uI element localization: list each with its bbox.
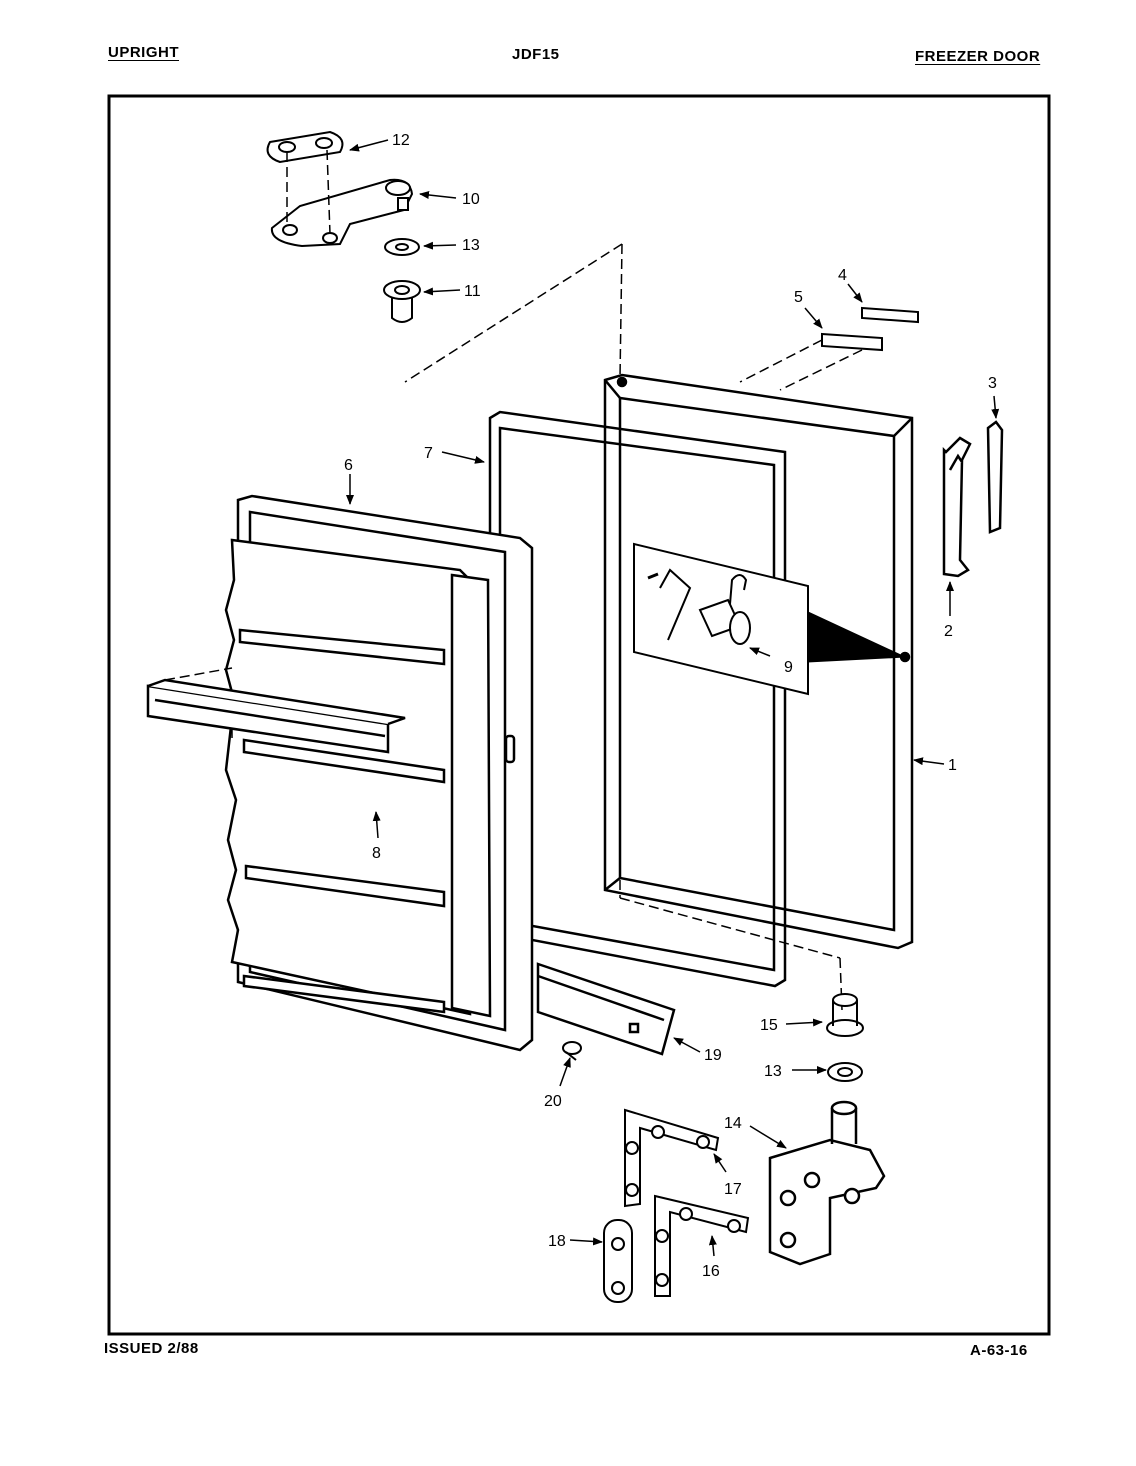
pin-cover-5: [821, 332, 883, 352]
washer-13-upper: [384, 238, 420, 256]
handle-trim-3: [986, 420, 1004, 534]
pin-cover-4: [861, 306, 919, 324]
callout-8: 8: [372, 845, 381, 862]
callout-2: 2: [944, 623, 953, 640]
callout-17: 17: [724, 1181, 742, 1198]
inner-door-liner-6: [224, 494, 534, 1052]
callout-9: 9: [784, 659, 793, 676]
diagram-frame: [107, 94, 1051, 1336]
bushing-11: [383, 280, 421, 323]
hinge-cover-18: [603, 1219, 633, 1303]
callout-13-upper: 13: [462, 237, 480, 254]
washer-13-lower: [827, 1062, 863, 1082]
callout-4: 4: [838, 267, 847, 284]
lower-hinge-alignment-line: [619, 880, 843, 1011]
callout-13-lower: 13: [764, 1063, 782, 1080]
header-model-type: UPRIGHT: [108, 44, 179, 61]
header-section-title: FREEZER DOOR: [915, 48, 1041, 65]
callout-1: 1: [948, 757, 957, 774]
hinge-shim-16: [654, 1194, 750, 1297]
upper-hinge-plate-12: [266, 130, 344, 164]
door-handle-2: [942, 436, 972, 578]
lock-assembly-9: [633, 542, 906, 696]
callout-12: 12: [392, 132, 410, 149]
callout-11: 11: [464, 283, 481, 300]
callout-3: 3: [988, 375, 997, 392]
callout-20: 20: [544, 1093, 562, 1110]
hinge-alignment-lines: [286, 149, 623, 383]
callout-15: 15: [760, 1017, 778, 1034]
callout-16: 16: [702, 1263, 720, 1280]
callout-7: 7: [424, 445, 433, 462]
hinge-shim-17: [624, 1108, 720, 1208]
callout-leaders: [346, 139, 1000, 1257]
callout-10: 10: [462, 191, 480, 208]
hinge-pin-15: [826, 993, 864, 1037]
footer-page-code: A-63-16: [970, 1342, 1028, 1359]
callout-5: 5: [794, 289, 803, 306]
callout-14: 14: [724, 1115, 742, 1132]
door-shelf-bar-8: [146, 678, 406, 754]
callout-19: 19: [704, 1047, 722, 1064]
lower-hinge-14: [768, 1100, 886, 1266]
shelf-alignment-lines: [164, 667, 233, 740]
cover-alignment-lines: [739, 339, 863, 391]
screw-20: [562, 1041, 582, 1061]
callout-18: 18: [548, 1233, 566, 1250]
header-model-number: JDF15: [512, 46, 560, 63]
upper-hinge-10: [270, 178, 414, 248]
callout-6: 6: [344, 457, 353, 474]
bottom-trim-19: [536, 962, 676, 1056]
footer-issue-date: ISSUED 2/88: [104, 1340, 199, 1357]
